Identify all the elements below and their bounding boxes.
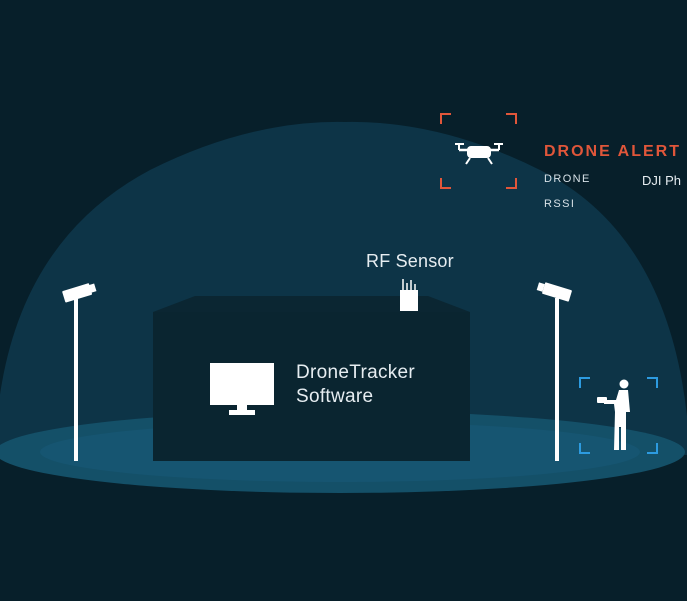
software-label-line2: Software xyxy=(296,386,374,407)
person-icon xyxy=(597,379,630,450)
person-detection-frame xyxy=(579,377,658,454)
rf-sensor-label: RF Sensor xyxy=(366,251,454,271)
rf-sensor-icon xyxy=(400,279,418,311)
drone-icon xyxy=(455,143,503,165)
alert-field-rssi-key: RSSI xyxy=(544,198,576,210)
alert-field-drone-value: DJI Ph xyxy=(642,173,682,188)
drone-alert-title: DRONE ALERT xyxy=(544,143,681,160)
camera-pole-left xyxy=(62,283,97,461)
building xyxy=(153,312,470,461)
building-roof xyxy=(153,296,470,312)
camera-icon xyxy=(62,283,97,303)
camera-icon xyxy=(536,282,572,302)
drone-detection-frame xyxy=(440,113,517,189)
monitor-icon xyxy=(210,363,274,415)
camera-pole-right xyxy=(536,282,572,461)
alert-field-drone-key: DRONE xyxy=(544,173,591,185)
software-label-line1: DroneTracker xyxy=(296,362,416,383)
